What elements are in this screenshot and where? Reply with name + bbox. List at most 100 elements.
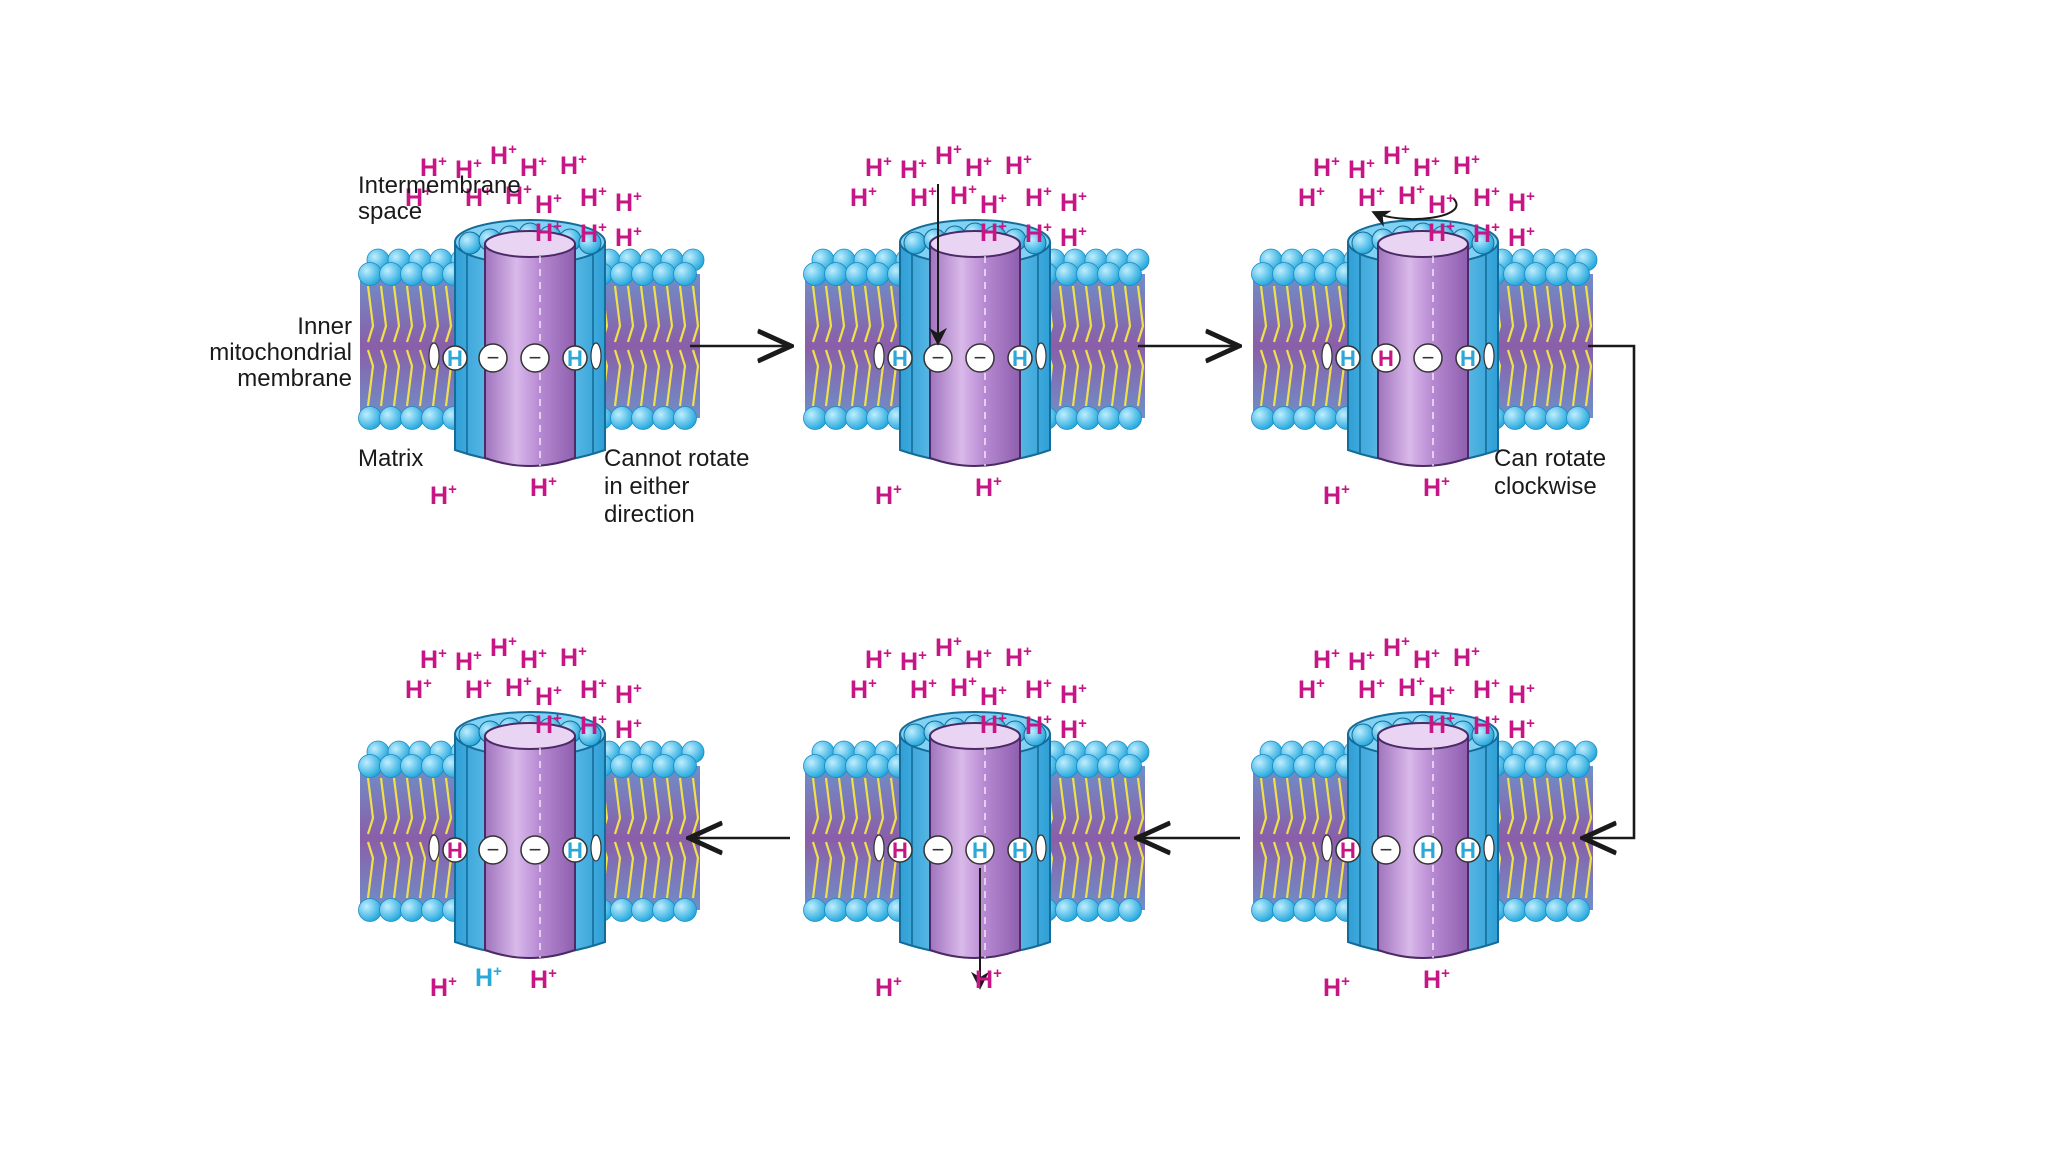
free-proton-intermembrane: H+ [455, 647, 482, 676]
binding-site [562, 837, 588, 863]
lipid-head-bottom [1566, 406, 1590, 430]
c-ring-top-subunit [458, 723, 482, 747]
binding-site [923, 835, 953, 865]
lipid-head-top [421, 754, 445, 778]
lipid-tail-lower [1259, 841, 1268, 899]
free-proton-intermembrane: H+ [850, 675, 877, 704]
lipid-head-bottom [610, 898, 634, 922]
free-proton-intermembrane: H+ [1398, 181, 1425, 210]
lipid-tail-lower [366, 841, 375, 899]
lipid-tail-lower [1311, 841, 1320, 899]
lipid-tail-upper [1285, 285, 1294, 343]
free-proton-intermembrane: H+ [490, 633, 517, 662]
binding-site [478, 343, 508, 373]
lipid-tail-lower [824, 841, 833, 899]
lipid-tail-lower [1058, 841, 1067, 899]
free-proton-intermembrane: H+ [910, 183, 937, 212]
c-ring-top-subunit [903, 723, 927, 747]
free-proton-intermembrane: H+ [535, 218, 562, 247]
lipid-head-top [1545, 754, 1569, 778]
binding-site [1007, 345, 1033, 371]
lipid-head-top [631, 754, 655, 778]
lipid-head-bottom [1314, 898, 1338, 922]
lipid-tail-upper [1519, 285, 1528, 343]
lipid-tail-upper [1324, 285, 1333, 343]
lipid-tail-lower [1558, 349, 1567, 407]
lipid-tail-upper [366, 777, 375, 835]
lipid-head-top [1314, 262, 1338, 286]
lipid-tail-upper [1519, 777, 1528, 835]
bound-proton-site: H [567, 838, 583, 863]
lipid-tail-lower [1506, 841, 1515, 899]
c-ring-top-subunit [1351, 231, 1375, 255]
lipid-tail-upper [691, 285, 700, 343]
free-proton-intermembrane: H+ [980, 682, 1007, 711]
lipid-tail-lower [1532, 841, 1541, 899]
free-proton-intermembrane: H+ [1060, 223, 1087, 252]
binding-site [1455, 837, 1481, 863]
lipid-head-top [1272, 262, 1296, 286]
free-proton-intermembrane: H+ [1358, 183, 1385, 212]
lipid-tail-upper [1084, 285, 1093, 343]
bound-proton-site: H [447, 838, 463, 863]
c-ring-top-subunit [1351, 723, 1375, 747]
free-proton-intermembrane: H+ [1358, 675, 1385, 704]
free-proton-intermembrane: H+ [1348, 155, 1375, 184]
lipid-head-top [379, 262, 403, 286]
binding-site [965, 343, 995, 373]
lipid-tail-lower [1285, 349, 1294, 407]
lipid-tail-lower [1123, 349, 1132, 407]
lipid-tail-upper [1311, 285, 1320, 343]
free-proton-intermembrane: H+ [865, 645, 892, 674]
free-proton-intermembrane: H+ [1060, 188, 1087, 217]
label-inner-membrane-line2: mitochondrial [209, 339, 352, 366]
lipid-tail-upper [1272, 777, 1281, 835]
negative-charge-site: − [1380, 837, 1393, 862]
free-proton-matrix: H+ [1423, 965, 1450, 994]
lipid-tail-upper [1571, 777, 1580, 835]
free-proton-intermembrane: H+ [420, 153, 447, 182]
lipid-tail-upper [850, 777, 859, 835]
released-proton-matrix: H+ [475, 963, 502, 992]
lipid-tail-lower [1519, 841, 1528, 899]
lipid-tail-upper [1285, 777, 1294, 835]
lipid-head-top [1566, 754, 1590, 778]
lipid-tail-upper [1298, 285, 1307, 343]
lipid-head-top [673, 754, 697, 778]
free-proton-intermembrane: H+ [615, 680, 642, 709]
lipid-tail-lower [1123, 841, 1132, 899]
lipid-tail-upper [811, 777, 820, 835]
lipid-head-top [631, 262, 655, 286]
lipid-head-top [421, 262, 445, 286]
free-proton-intermembrane: H+ [1298, 675, 1325, 704]
lipid-tail-upper [824, 777, 833, 835]
lipid-tail-lower [1571, 841, 1580, 899]
panel-step-1: H−−H [358, 219, 705, 467]
free-proton-intermembrane: H+ [580, 675, 607, 704]
lipid-head-top [610, 262, 634, 286]
lipid-tail-lower [418, 349, 427, 407]
lipid-tail-lower [392, 349, 401, 407]
bound-proton-site: H [567, 346, 583, 371]
lipid-head-top [866, 754, 890, 778]
lipid-head-top [1293, 262, 1317, 286]
free-proton-intermembrane: H+ [465, 675, 492, 704]
free-proton-intermembrane: H+ [615, 188, 642, 217]
lipid-tail-upper [1506, 285, 1515, 343]
free-proton-matrix: H+ [875, 481, 902, 510]
lipid-tail-lower [1571, 349, 1580, 407]
free-proton-matrix: H+ [430, 481, 457, 510]
lipid-head-top [1076, 262, 1100, 286]
free-proton-intermembrane: H+ [1298, 183, 1325, 212]
lipid-tail-upper [1298, 777, 1307, 835]
lipid-tail-lower [837, 841, 846, 899]
free-proton-intermembrane: H+ [1383, 141, 1410, 170]
label-inner-membrane-line3: membrane [237, 365, 352, 392]
half-channel-left [1321, 342, 1333, 370]
free-proton-intermembrane: H+ [1453, 643, 1480, 672]
lipid-tail-lower [1097, 841, 1106, 899]
lipid-head-bottom [1272, 406, 1296, 430]
lipid-head-top [652, 262, 676, 286]
